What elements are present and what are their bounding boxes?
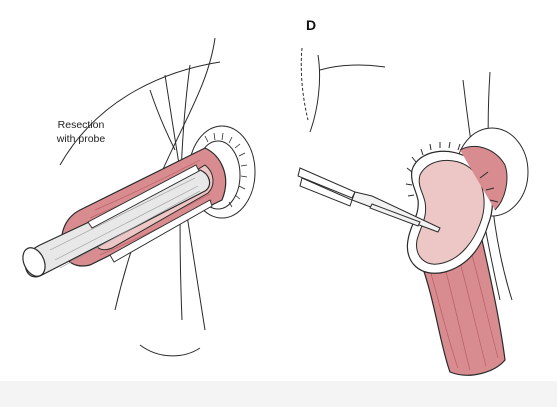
- probe-tip: [22, 247, 46, 277]
- panel-label-d: D: [306, 17, 317, 33]
- cuff-stitches: [405, 141, 499, 203]
- body-contour: [300, 47, 309, 121]
- suture-thread: [149, 89, 176, 151]
- stump-shading: [429, 254, 499, 371]
- body-wall-curve-lower: [139, 344, 201, 357]
- left-panel: [22, 37, 256, 357]
- rectal-stump: [419, 239, 506, 376]
- ring-hatching: [204, 132, 248, 208]
- caption-line-2: with probe: [56, 133, 106, 145]
- surgical-illustration: [22, 37, 529, 376]
- body-contour: [319, 64, 386, 71]
- cuff-rim: [459, 146, 508, 211]
- surgical-scissors-icon: [297, 167, 441, 233]
- scissors-handle: [297, 167, 356, 199]
- body-contour: [309, 54, 321, 133]
- figure-caption-resection: Resection with probe: [26, 118, 136, 146]
- cuff-mucosa: [416, 159, 485, 265]
- right-panel: [297, 47, 529, 376]
- page-footer-strip: [0, 381, 557, 407]
- suture-thread: [114, 37, 216, 311]
- probe-shading: [49, 177, 201, 269]
- tissue-strip: [109, 199, 213, 263]
- body-wall-curve: [59, 61, 221, 166]
- scissors-handle: [299, 177, 353, 207]
- caption-line-1: Resection: [57, 119, 105, 131]
- tissue-strip: [87, 164, 200, 229]
- scissors-blade: [369, 203, 421, 227]
